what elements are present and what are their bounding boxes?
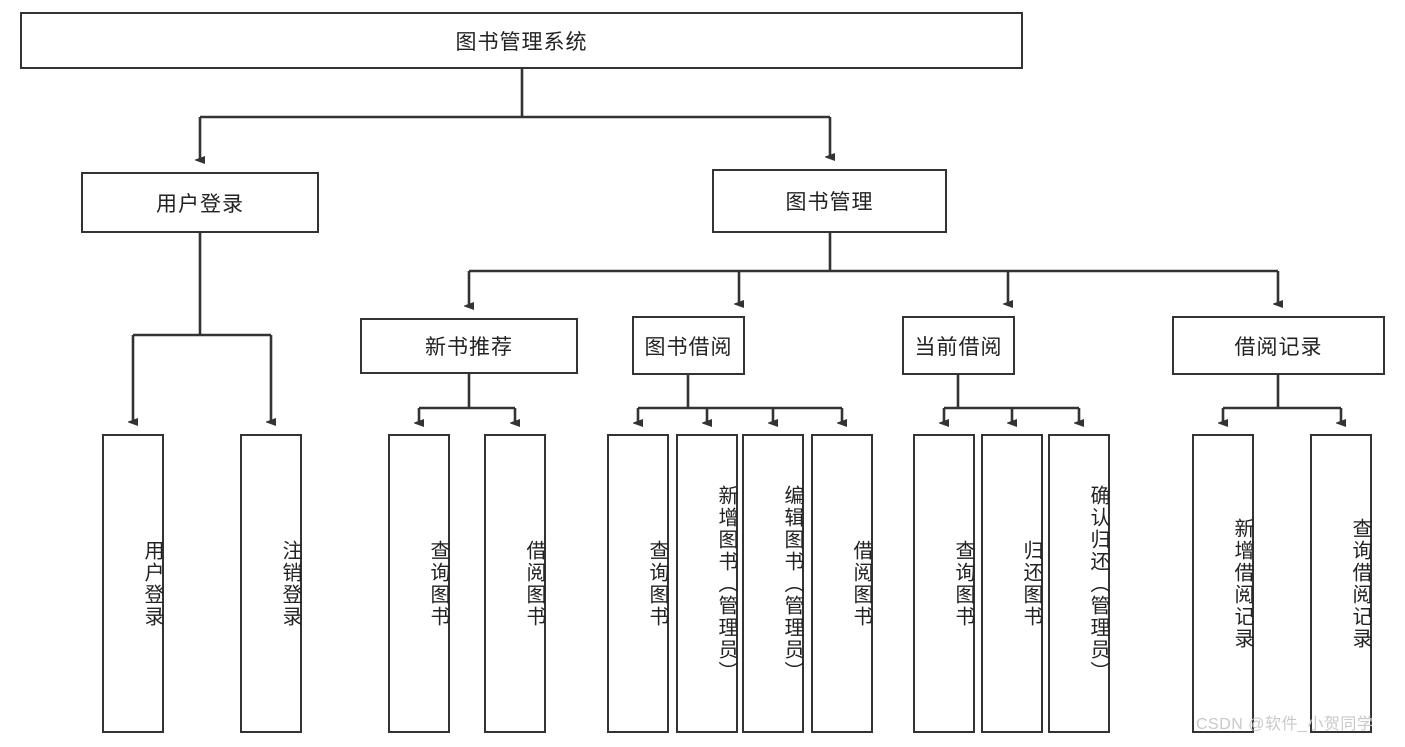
node-leaf-confirm-return[interactable]: 确认归还（管理员） — [1048, 434, 1110, 733]
node-leaf-add-book-label: 新增图书（管理员） — [715, 484, 737, 683]
node-new-book-recommend-label: 新书推荐 — [425, 336, 513, 359]
node-leaf-query-book-current[interactable]: 查询图书 — [913, 434, 975, 733]
node-leaf-borrow-book-rec-label: 借阅图书 — [523, 539, 545, 628]
node-leaf-query-book-rec-label: 查询图书 — [427, 539, 449, 628]
node-root-label: 图书管理系统 — [455, 30, 588, 54]
node-user-login[interactable]: 用户登录 — [81, 172, 319, 233]
node-borrow-record-label: 借阅记录 — [1234, 335, 1323, 359]
node-leaf-logout-label: 注销登录 — [279, 539, 301, 628]
node-leaf-query-book-rec[interactable]: 查询图书 — [388, 434, 450, 733]
csdn-watermark: CSDN @软件_小贺同学 — [1196, 716, 1374, 733]
node-book-borrow[interactable]: 图书借阅 — [632, 316, 745, 375]
node-leaf-logout[interactable]: 注销登录 — [240, 434, 302, 733]
node-leaf-query-book-borrow-label: 查询图书 — [646, 539, 668, 628]
node-leaf-user-login-label: 用户登录 — [141, 539, 163, 628]
node-book-management-label: 图书管理 — [785, 191, 874, 214]
node-new-book-recommend[interactable]: 新书推荐 — [360, 318, 578, 374]
node-leaf-query-book-borrow[interactable]: 查询图书 — [607, 434, 669, 733]
node-current-borrow-label: 当前借阅 — [914, 335, 1003, 359]
node-leaf-borrow-book-rec[interactable]: 借阅图书 — [484, 434, 546, 733]
node-leaf-add-record[interactable]: 新增借阅记录 — [1192, 434, 1254, 733]
node-leaf-return-book-label: 归还图书 — [1020, 539, 1042, 628]
node-leaf-add-book[interactable]: 新增图书（管理员） — [676, 434, 738, 733]
node-root[interactable]: 图书管理系统 — [20, 12, 1023, 69]
node-leaf-query-record-label: 查询借阅记录 — [1349, 517, 1371, 650]
node-leaf-add-record-label: 新增借阅记录 — [1231, 517, 1253, 650]
node-leaf-user-login[interactable]: 用户登录 — [102, 434, 164, 733]
node-book-borrow-label: 图书借阅 — [644, 335, 733, 359]
node-leaf-return-book[interactable]: 归还图书 — [981, 434, 1043, 733]
node-leaf-edit-book-label: 编辑图书（管理员） — [781, 484, 803, 683]
node-book-management[interactable]: 图书管理 — [712, 169, 947, 233]
node-current-borrow[interactable]: 当前借阅 — [902, 316, 1015, 375]
node-leaf-confirm-return-label: 确认归还（管理员） — [1087, 484, 1109, 683]
node-leaf-borrow-book[interactable]: 借阅图书 — [811, 434, 873, 733]
node-leaf-borrow-book-label: 借阅图书 — [850, 539, 872, 628]
node-user-login-label: 用户登录 — [156, 192, 244, 216]
node-leaf-edit-book[interactable]: 编辑图书（管理员） — [742, 434, 804, 733]
node-leaf-query-book-current-label: 查询图书 — [952, 539, 974, 628]
node-borrow-record[interactable]: 借阅记录 — [1172, 316, 1385, 375]
node-leaf-query-record[interactable]: 查询借阅记录 — [1310, 434, 1372, 733]
